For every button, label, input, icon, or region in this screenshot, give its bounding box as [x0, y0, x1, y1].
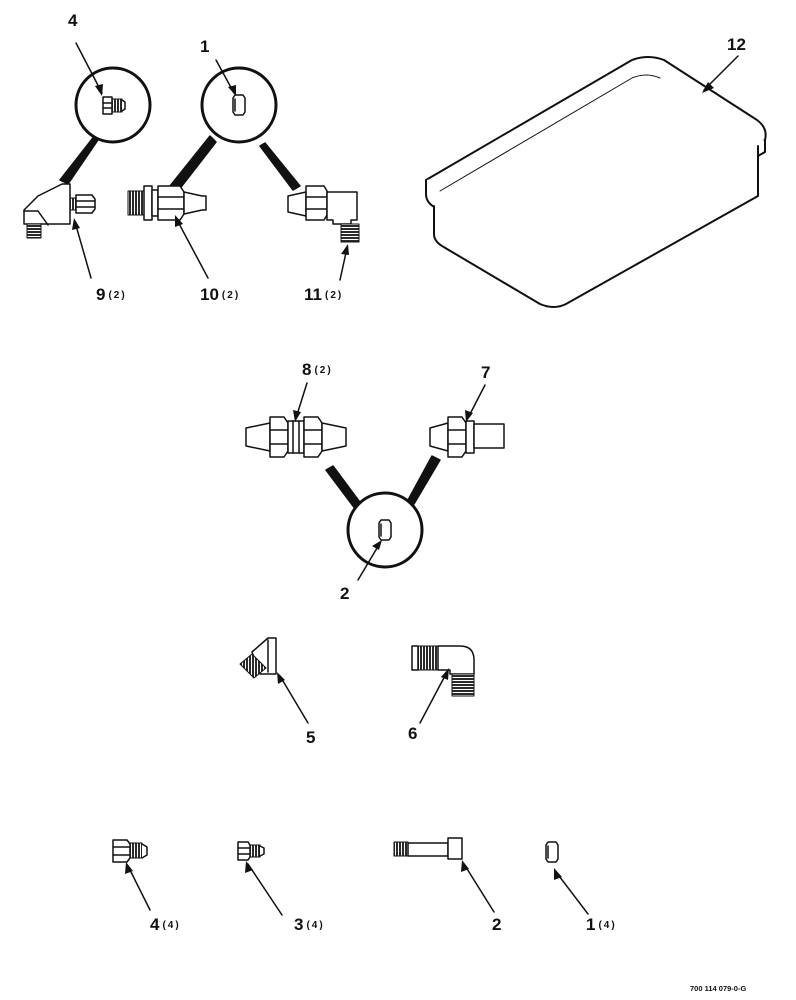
part-12-storage-box — [425, 56, 767, 308]
part-2-tube — [393, 837, 463, 860]
callout-6: 6 — [408, 724, 418, 743]
part-3-plug — [237, 841, 265, 861]
callout-3: 3(4) — [294, 915, 325, 934]
leader-line-2-bottom — [463, 863, 495, 913]
part-9-elbow-fitting — [23, 183, 96, 239]
leader-line-10 — [175, 217, 209, 279]
callout-4-top: 4 — [68, 11, 78, 30]
part-4-plug — [112, 839, 148, 863]
part-7-connector — [429, 416, 505, 458]
callout-1-bottom-quantity: (4) — [598, 920, 617, 931]
document-id: 700 114 079-0-G — [690, 984, 747, 993]
callout-12: 12 — [727, 35, 746, 54]
part-5-elbow-45 — [239, 637, 277, 679]
callout-5: 5 — [306, 728, 316, 747]
detail-circle-sleeve — [169, 66, 301, 192]
part-1-sleeve — [545, 841, 559, 863]
callout-2-bottom: 2 — [492, 915, 502, 934]
leader-line-5 — [279, 675, 309, 724]
callout-11: 11(2) — [304, 285, 344, 304]
callout-10: 10(2) — [200, 285, 241, 304]
callout-9-quantity: (2) — [108, 290, 127, 301]
leader-line-3 — [247, 863, 283, 916]
callout-1-top: 1 — [200, 37, 210, 56]
part-6-elbow-90 — [411, 645, 475, 697]
leader-line-1-bottom — [555, 871, 589, 915]
leader-line-2-middle — [357, 542, 381, 581]
detail-circle-sleeve-middle — [325, 455, 441, 569]
callout-4-bottom: 4(4) — [150, 915, 181, 934]
callout-3-quantity: (4) — [306, 920, 325, 931]
leader-line-4-bottom — [127, 865, 151, 911]
detail-circle-plug — [59, 66, 152, 185]
callout-2-middle: 2 — [340, 584, 350, 603]
leader-line-4 — [75, 42, 103, 94]
callout-1-bottom: 1(4) — [586, 915, 617, 934]
leader-line-9 — [74, 221, 92, 279]
part-11-swivel-elbow — [287, 185, 360, 243]
callout-9: 9(2) — [96, 285, 127, 304]
callout-4-bottom-quantity: (4) — [162, 920, 181, 931]
callout-10-quantity: (2) — [221, 290, 241, 301]
callout-8: 8(2) — [302, 360, 333, 379]
leader-line-6 — [419, 671, 448, 724]
callout-8-quantity: (2) — [314, 365, 333, 376]
callout-7: 7 — [481, 363, 491, 382]
part-10-union-fitting — [127, 185, 207, 221]
part-8-union-fitting — [245, 416, 347, 458]
callout-11-quantity: (2) — [324, 290, 344, 301]
